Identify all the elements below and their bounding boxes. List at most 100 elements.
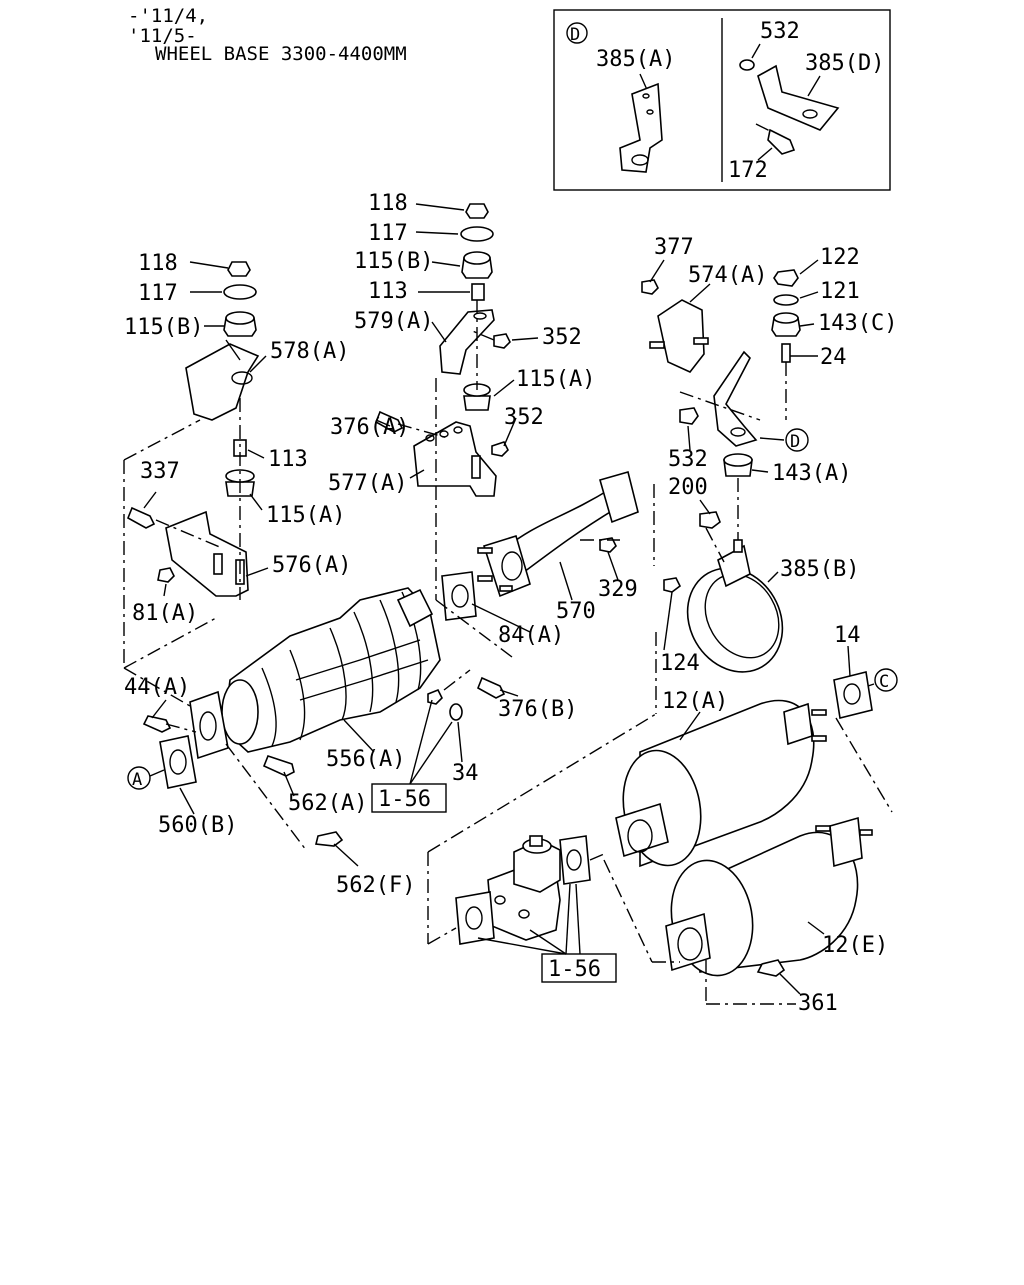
muffler-12a: [615, 671, 893, 868]
label-124: 124: [660, 651, 700, 676]
label-81a: 81(A): [132, 601, 198, 626]
muffler-12e-flange: [829, 816, 863, 868]
ref-box-2[interactable]: 1-56: [541, 953, 617, 983]
label-200: 200: [668, 475, 708, 500]
inset-label-532: 532: [760, 19, 800, 44]
converter-outlet-flange: [396, 588, 434, 628]
gasket-brake-left: [455, 891, 495, 945]
nut-329: [599, 537, 617, 553]
nut-122: [773, 269, 799, 287]
label-576a: 576(A): [272, 553, 351, 578]
label-12a: 12(A): [662, 689, 728, 714]
label-113-center: 113: [368, 279, 408, 304]
leader-lines: [143, 203, 851, 995]
nut-377: [641, 279, 659, 295]
label-376a: 376(A): [330, 415, 409, 440]
label-118-left: 118: [138, 251, 178, 276]
label-117-left: 117: [138, 281, 178, 306]
label-115a-left: 115(A): [266, 503, 345, 528]
svg-text:D: D: [790, 432, 800, 452]
marker-c: C: [867, 668, 898, 692]
collar-24: [781, 343, 791, 363]
marker-d-circle: [566, 22, 588, 44]
svg-text:1-56: 1-56: [548, 957, 601, 982]
bolt-361: [756, 959, 786, 977]
label-574a: 574(A): [688, 263, 767, 288]
inset-detail-d: D 385(A) 532 385(D) 172: [553, 9, 891, 191]
label-560b: 560(B): [158, 813, 237, 838]
label-377: 377: [654, 235, 694, 260]
right-mount-stack: [641, 269, 801, 540]
inset-marker: D: [570, 25, 580, 45]
svg-text:A: A: [132, 770, 142, 790]
bolt-562a: [262, 755, 295, 777]
label-117-center: 117: [368, 221, 408, 246]
bolt-44a: [142, 715, 172, 733]
pipe-570-flange-top: [599, 471, 639, 524]
bolt-200: [699, 511, 721, 529]
nut-118-left: [227, 261, 251, 277]
pipe-570: [441, 471, 655, 621]
bracket-574a: [657, 299, 705, 373]
label-532: 532: [668, 447, 708, 472]
header-line-3: WHEEL BASE 3300-4400MM: [155, 43, 407, 65]
left-mount-stack: [123, 261, 260, 669]
label-14: 14: [834, 623, 861, 648]
marker-a: A: [127, 766, 165, 790]
bolt-562f: [315, 831, 344, 847]
label-44a: 44(A): [124, 675, 190, 700]
washer-117-left: [223, 284, 257, 300]
label-121: 121: [820, 279, 860, 304]
washer-34: [449, 703, 463, 721]
label-329: 329: [598, 577, 638, 602]
inset-label-172: 172: [728, 158, 768, 183]
washer-121: [773, 294, 799, 306]
bolt-337: [126, 506, 156, 529]
label-562f: 562(F): [336, 873, 415, 898]
label-115b-center: 115(B): [354, 249, 433, 274]
header-line-2: '11/5-: [128, 25, 197, 47]
center-mount-stack: [374, 203, 511, 600]
label-570: 570: [556, 599, 596, 624]
nut-converter: [427, 688, 443, 705]
label-143a: 143(A): [772, 461, 851, 486]
svg-text:C: C: [879, 672, 889, 692]
exhaust-brake-assembly: [427, 632, 657, 945]
bracket-577a: [413, 421, 497, 497]
nut-118-center: [465, 203, 489, 219]
band-clamp-385b: [663, 511, 784, 673]
catalytic-converter-556a: [123, 587, 517, 851]
header-line-1: -'11/4,: [128, 5, 208, 27]
label-577a: 577(A): [328, 471, 407, 496]
collar-113-center: [471, 283, 485, 301]
label-12e: 12(E): [822, 933, 888, 958]
bracket-385-rh: [713, 350, 758, 447]
label-579a: 579(A): [354, 309, 433, 334]
part-labels: 118 117 115(B) 578(A) 113 115(A) 337 576…: [124, 191, 897, 1016]
label-24: 24: [820, 345, 847, 370]
muffler-12e: [603, 816, 873, 1005]
label-115a-center: 115(A): [516, 367, 595, 392]
label-376b: 376(B): [498, 697, 577, 722]
inset-label-385d: 385(D): [805, 51, 884, 76]
label-84a: 84(A): [498, 623, 564, 648]
pipe-570-flange-bottom: [482, 534, 531, 598]
label-34: 34: [452, 761, 479, 786]
label-337: 337: [140, 459, 180, 484]
nut-532: [739, 59, 755, 71]
label-385b: 385(B): [780, 557, 859, 582]
bracket-579a: [439, 309, 495, 375]
gasket-84a: [441, 571, 477, 621]
rubber-115a-center: [463, 395, 491, 411]
converter-inlet-flange: [189, 690, 229, 760]
nut-532: [679, 407, 699, 425]
label-118-center: 118: [368, 191, 408, 216]
bracket-578a: [185, 343, 260, 421]
bolt-376b: [476, 676, 506, 699]
label-143c: 143(C): [818, 311, 897, 336]
ref-box-1[interactable]: 1-56: [371, 783, 447, 813]
bracket-385d: [757, 64, 840, 131]
bracket-385a: [619, 82, 663, 173]
label-115b-left: 115(B): [124, 315, 203, 340]
